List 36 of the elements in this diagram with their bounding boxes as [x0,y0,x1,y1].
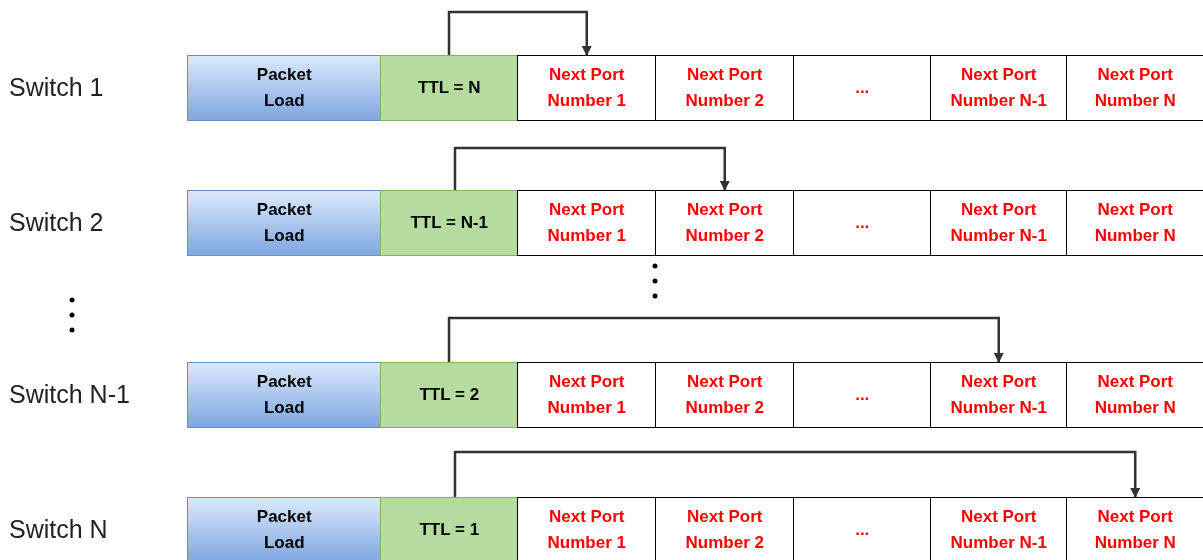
switch-label: Switch 2 [9,208,104,237]
switch-label: Switch 1 [9,73,104,102]
port-segment: Next Port Number 2 [655,55,795,121]
port-segment: ... [793,362,932,428]
port-segment: Next Port Number N [1066,55,1203,121]
port-segment: Next Port Number 2 [655,362,795,428]
arrow [453,146,730,191]
port-segment: ... [793,497,932,560]
port-segment: Next Port Number N-1 [930,190,1068,256]
port-segment: Next Port Number 1 [517,497,657,560]
port-segment: Next Port Number 1 [517,362,657,428]
port-segment: Next Port Number N [1066,190,1203,256]
port-segment: Next Port Number N-1 [930,362,1068,428]
port-segment: ... [793,55,932,121]
switch-label: Switch N-1 [9,380,130,409]
payload-segment: Packet Load [187,362,382,428]
arrow [447,10,592,56]
port-segment: Next Port Number 1 [517,55,657,121]
port-segment: ... [793,190,932,256]
port-segment: Next Port Number 2 [655,190,795,256]
payload-segment: Packet Load [187,497,382,560]
ttl-segment: TTL = 1 [380,497,519,560]
port-segment: Next Port Number N-1 [930,497,1068,560]
port-segment: Next Port Number 1 [517,190,657,256]
payload-segment: Packet Load [187,55,382,121]
arrow [453,450,1141,498]
ttl-segment: TTL = N-1 [380,190,519,256]
ttl-segment: TTL = 2 [380,362,519,428]
port-segment: Next Port Number N-1 [930,55,1068,121]
port-segment: Next Port Number N [1066,362,1203,428]
port-segment: Next Port Number N [1066,497,1203,560]
switch-label: Switch N [9,515,108,544]
port-segment: Next Port Number 2 [655,497,795,560]
payload-segment: Packet Load [187,190,382,256]
ttl-segment: TTL = N [380,55,519,121]
arrow [447,316,1004,363]
